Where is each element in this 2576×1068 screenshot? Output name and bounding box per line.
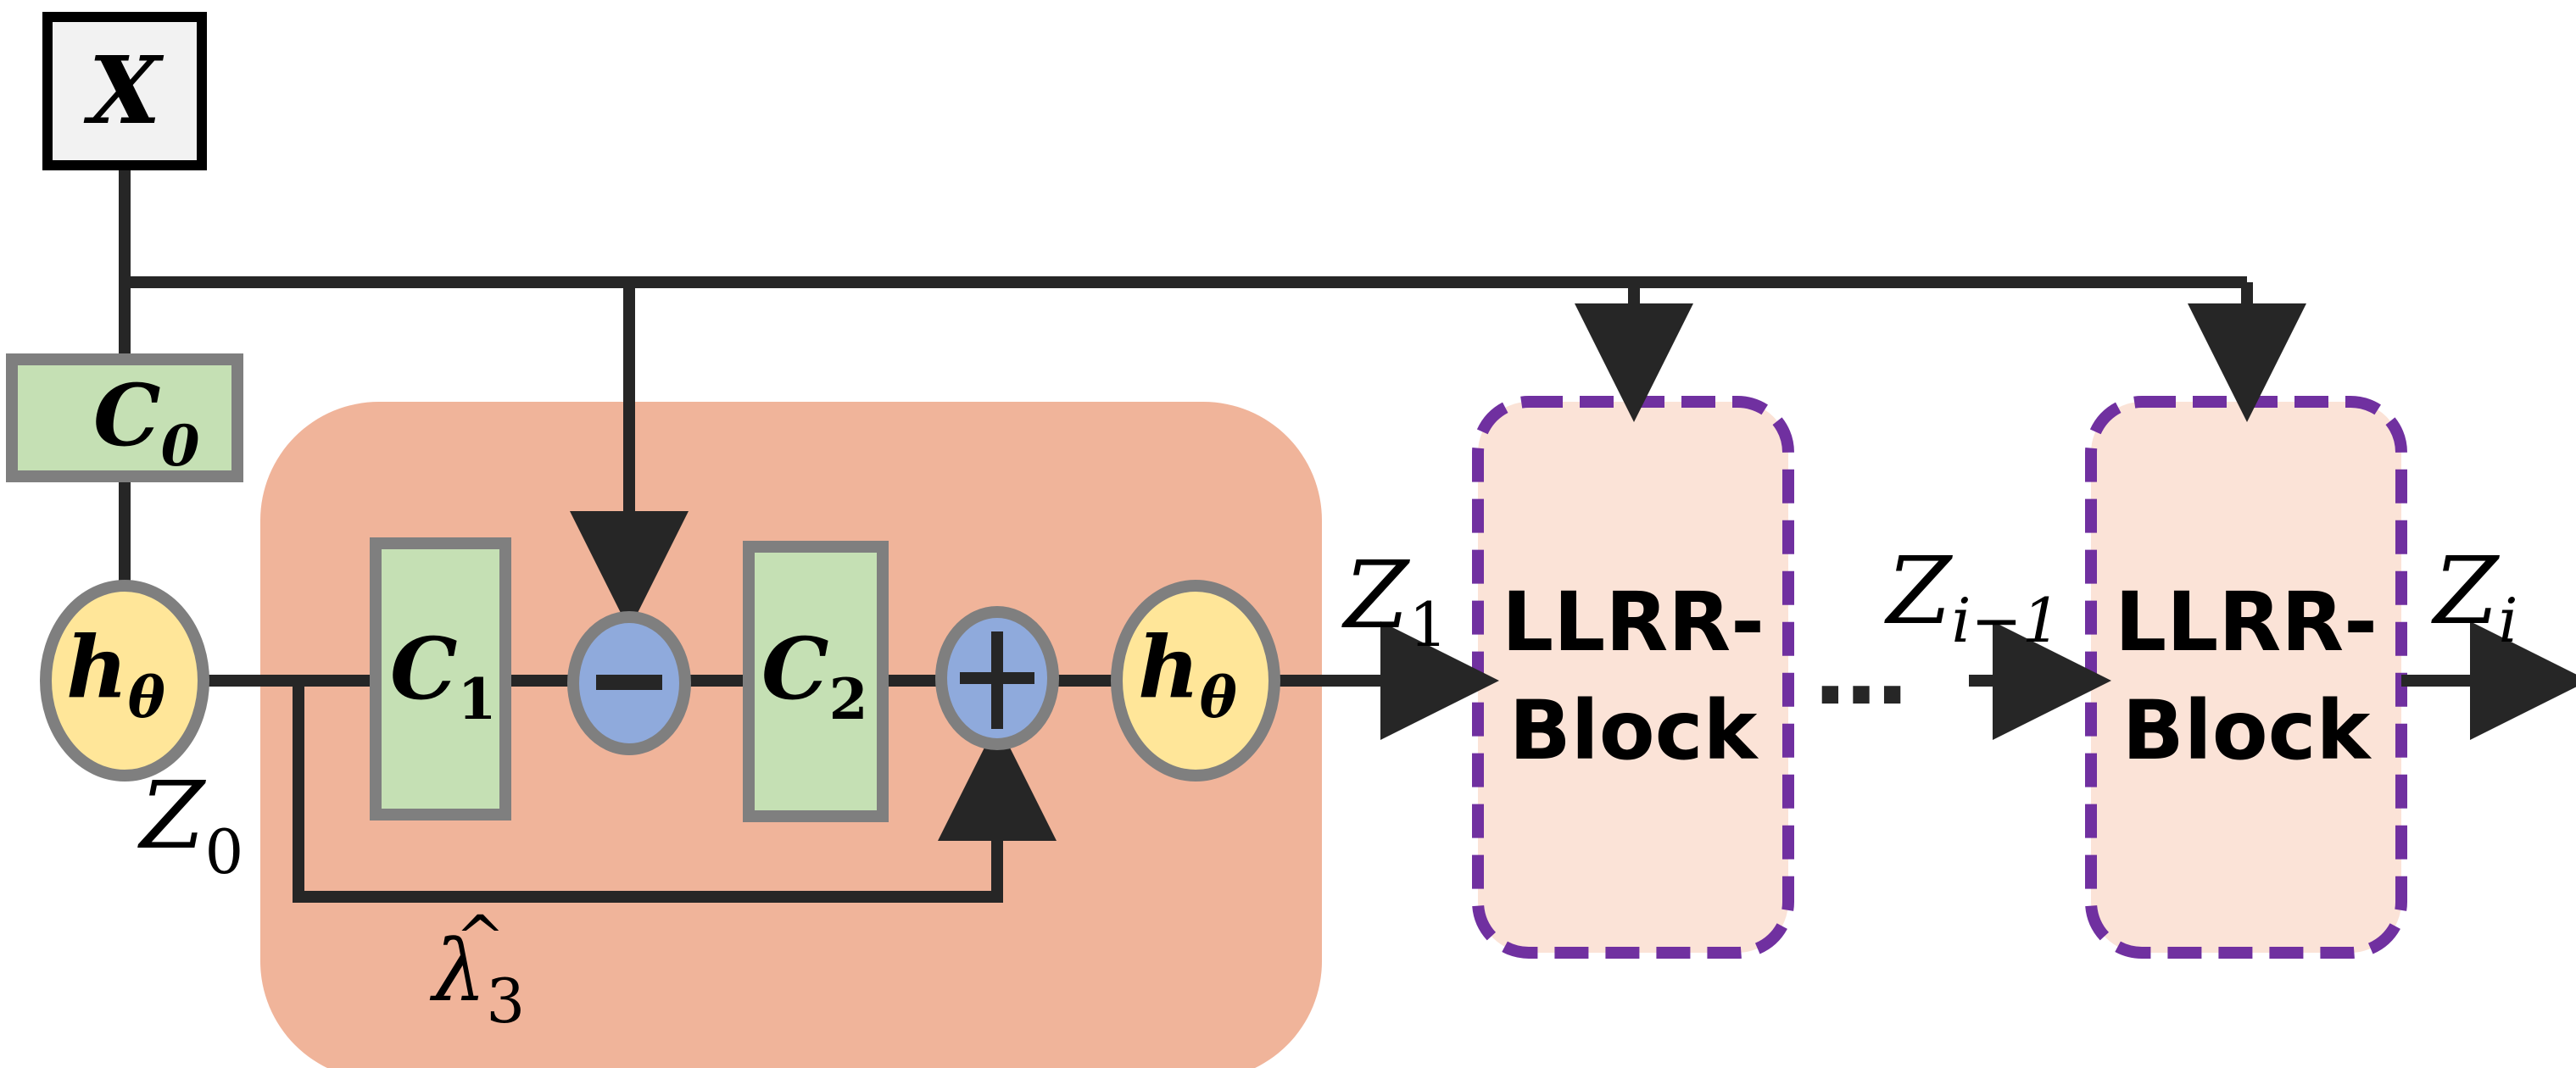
- c0-label: C0: [93, 365, 200, 479]
- llrr-block-1-line2: Block: [1509, 683, 1759, 778]
- llrr-block-1: [1472, 396, 1794, 959]
- ellipsis-dots: …: [1815, 617, 1908, 726]
- h-theta-post-label: hθ: [1138, 617, 1237, 731]
- llrr-block-1-line1: LLRR-: [1502, 575, 1765, 670]
- minus-symbol: [596, 675, 662, 690]
- lambda-hat: ^: [455, 903, 505, 972]
- skip-connection-line: [293, 681, 1057, 903]
- input-x-box: [42, 12, 207, 170]
- c0-box: [6, 353, 243, 482]
- zi-label: Zi: [2431, 537, 2517, 656]
- zim1-label: Zi−1: [1884, 537, 2061, 656]
- h-theta-pre-label: hθ: [66, 617, 165, 731]
- h-theta-post-node: [1111, 580, 1280, 782]
- z0-label: Z0: [137, 761, 243, 887]
- input-x-label: X: [83, 36, 164, 145]
- c1-label: C1: [390, 619, 497, 732]
- lambda-label: λ3: [429, 921, 525, 1037]
- c1-box: [370, 537, 511, 820]
- z1-label: Z1: [1341, 541, 1447, 660]
- llrr-block-2-line2: Block: [2122, 683, 2372, 778]
- llrr-block-2: [2085, 396, 2407, 959]
- c2-label: C2: [761, 619, 868, 732]
- h-theta-pre-node: [40, 580, 209, 782]
- llrr-block-2-line1: LLRR-: [2115, 575, 2378, 670]
- c2-box: [743, 541, 889, 822]
